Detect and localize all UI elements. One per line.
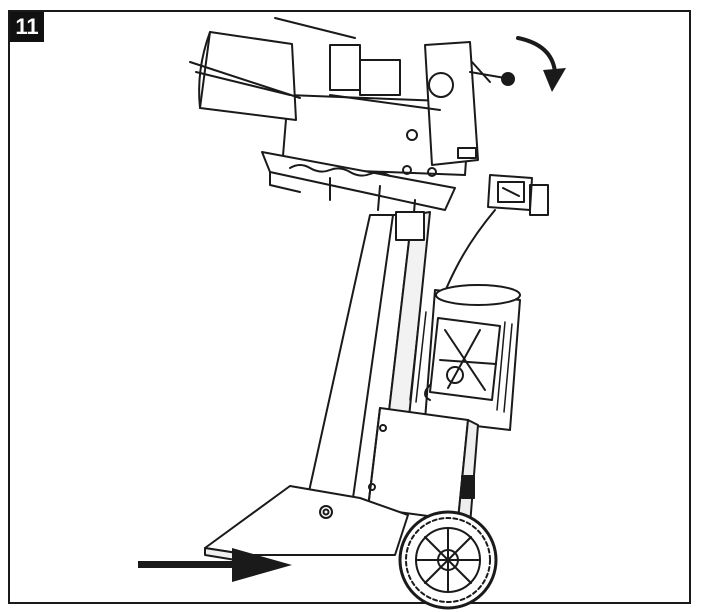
curved-arrow-clockwise-icon <box>516 36 566 92</box>
arrow-right-icon <box>138 548 292 582</box>
operating-handle <box>469 61 515 86</box>
step-number-badge: 11 <box>10 12 44 42</box>
top-housing <box>274 17 479 177</box>
transport-wheel <box>398 510 498 610</box>
hydraulic-tank <box>367 407 479 526</box>
electric-motor <box>409 284 521 431</box>
motor-cover <box>189 31 301 121</box>
log-table <box>261 151 456 241</box>
switch-box <box>441 174 549 301</box>
